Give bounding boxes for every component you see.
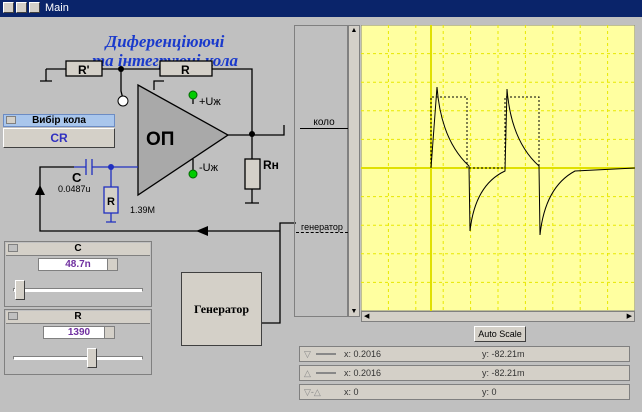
slider-c-group: C 48.7n bbox=[4, 241, 152, 307]
spin-buttons[interactable] bbox=[107, 259, 117, 270]
c-slider-thumb[interactable] bbox=[15, 280, 26, 300]
minimize-icon[interactable] bbox=[16, 2, 27, 13]
c-value-input[interactable]: 48.7n bbox=[38, 258, 118, 271]
r-label: R bbox=[181, 63, 190, 77]
main-client: Диференціюючі та інтегруючі кола bbox=[0, 17, 642, 412]
r-slider-track[interactable] bbox=[13, 356, 143, 360]
capacitor-value: 0.0487u bbox=[58, 184, 91, 194]
scroll-left-icon[interactable]: ◀ bbox=[364, 313, 370, 320]
cursor-2-y: y: -82.21m bbox=[482, 368, 525, 378]
cursor-delta-y: y: 0 bbox=[482, 387, 497, 397]
slider-c-header: C bbox=[6, 243, 150, 256]
cursor-delta-x: x: 0 bbox=[344, 387, 359, 397]
circuit-schematic: R' R ОП +Uж -Uж Rн C 0.0487u R 1.39M bbox=[35, 60, 296, 324]
capacitor-label: C bbox=[72, 170, 82, 185]
title-bar: Main bbox=[0, 0, 642, 17]
scroll-down-icon[interactable]: ▼ bbox=[350, 308, 358, 315]
cursor-row-2: △ x: 0.2016 y: -82.21m bbox=[299, 365, 630, 381]
title-line-1: Диференціюючі bbox=[105, 32, 225, 51]
slider-r-title: R bbox=[74, 311, 82, 322]
chooser-header: Вибір кола bbox=[3, 114, 115, 127]
plot-h-scrollbar[interactable]: ◀ ▶ bbox=[361, 311, 635, 322]
load-label: Rн bbox=[263, 158, 279, 172]
plus-supply-label: +Uж bbox=[199, 96, 221, 108]
window-title: Main bbox=[45, 2, 69, 14]
minus-supply-label: -Uж bbox=[199, 162, 219, 174]
system-menu-icon[interactable] bbox=[3, 2, 14, 13]
cursor-1-line-icon bbox=[316, 353, 336, 355]
r-prime-label: R' bbox=[78, 63, 90, 77]
cursor-1-y: y: -82.21m bbox=[482, 349, 525, 359]
cursor-delta-marker: ▽-△ bbox=[304, 387, 321, 397]
generator-block: Генератор bbox=[181, 272, 262, 346]
scroll-up-icon[interactable]: ▲ bbox=[350, 27, 358, 34]
r-value-input[interactable]: 1390 bbox=[43, 326, 115, 339]
cursor-1-x: x: 0.2016 bbox=[344, 349, 382, 359]
r-small-label: R bbox=[107, 196, 115, 208]
r-value: 1.39M bbox=[130, 205, 155, 215]
output-signal-trace bbox=[430, 86, 635, 236]
plot-v-scrollbar[interactable]: ▲ ▼ bbox=[348, 25, 360, 317]
c-slider-track[interactable] bbox=[13, 288, 143, 292]
cursor-row-1: ▽ x: 0.2016 y: -82.21m bbox=[299, 346, 630, 362]
collapse-icon[interactable] bbox=[8, 312, 18, 320]
tab-circuit[interactable]: коло bbox=[300, 117, 348, 129]
generator-square-wave bbox=[430, 96, 540, 169]
slider-c-title: C bbox=[74, 243, 82, 254]
circuit-select-button[interactable]: CR bbox=[3, 128, 115, 148]
cursor-2-line-icon bbox=[316, 372, 336, 374]
restore-icon[interactable] bbox=[29, 2, 40, 13]
opamp-label: ОП bbox=[146, 129, 174, 150]
cursor-2-x: x: 0.2016 bbox=[344, 368, 382, 378]
cursor-row-delta: ▽-△ x: 0 y: 0 bbox=[299, 384, 630, 400]
cursor-1-marker: ▽ bbox=[304, 349, 311, 359]
oscilloscope-plot[interactable] bbox=[361, 25, 635, 311]
auto-scale-button[interactable]: Auto Scale bbox=[474, 326, 526, 342]
r-slider-thumb[interactable] bbox=[87, 348, 98, 368]
chooser-title: Вибір кола bbox=[32, 115, 86, 126]
r-value-text: 1390 bbox=[67, 327, 91, 338]
tab-strip bbox=[294, 25, 348, 317]
slider-r-header: R bbox=[6, 311, 150, 324]
cursor-2-marker: △ bbox=[304, 368, 311, 378]
c-value-text: 48.7n bbox=[65, 259, 91, 270]
collapse-icon[interactable] bbox=[8, 244, 18, 252]
collapse-icon[interactable] bbox=[6, 116, 16, 124]
spin-buttons[interactable] bbox=[104, 327, 114, 338]
scroll-right-icon[interactable]: ▶ bbox=[626, 313, 632, 320]
slider-r-group: R 1390 bbox=[4, 309, 152, 375]
tab-generator[interactable]: генератор bbox=[296, 222, 348, 233]
